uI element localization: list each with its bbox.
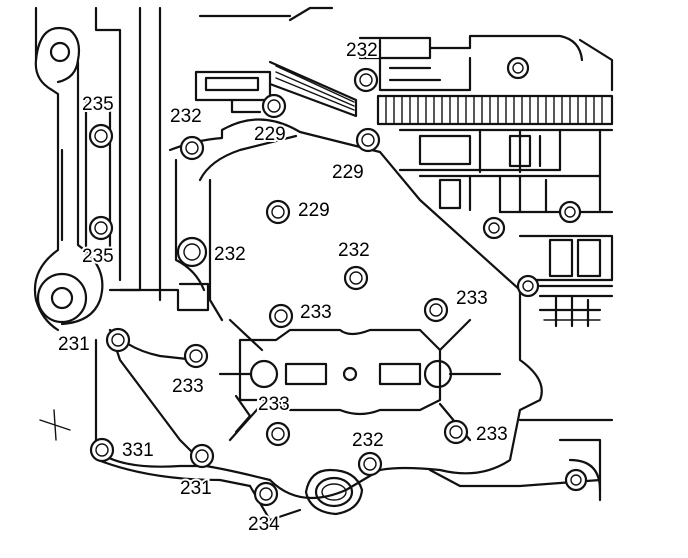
label-233-center: 233: [258, 394, 290, 415]
label-234: 234: [248, 514, 280, 535]
label-233-right: 233: [456, 288, 488, 309]
label-233-left: 233: [300, 302, 332, 323]
bolt-232-mid: [176, 236, 208, 268]
bolt-232-left: [179, 135, 205, 161]
bolt-233-center: [265, 421, 291, 447]
bolt-unlabeled-2: [558, 200, 582, 224]
label-232-bottom: 232: [352, 430, 384, 451]
label-232-center: 232: [338, 240, 370, 261]
label-232-left: 232: [170, 106, 202, 127]
bolt-233-lower-left: [183, 343, 209, 369]
bolt-231-left: [105, 327, 131, 353]
bolt-331: [89, 437, 115, 463]
label-331: 331: [122, 440, 154, 461]
bolt-233-bottom: [443, 419, 469, 445]
bolt-232-bottom: [357, 451, 383, 477]
bolt-unlabeled-5: [564, 468, 588, 492]
label-229-mid: 229: [298, 200, 330, 221]
bolt-234: [253, 481, 279, 507]
label-233-lower-left: 233: [172, 376, 204, 397]
bolt-229-right: [355, 127, 381, 153]
bolt-231-bottom: [189, 443, 215, 469]
bolt-233-right: [423, 297, 449, 323]
label-235-top: 235: [82, 94, 114, 115]
label-235-bottom: 235: [82, 246, 114, 267]
label-232-top: 232: [346, 40, 378, 61]
label-232-mid: 232: [214, 244, 246, 265]
label-229-top: 229: [254, 124, 286, 145]
part-labels: 232 235 232 229 229 229 232 235 232 231 …: [56, 38, 510, 537]
bolt-unlabeled-3: [482, 216, 506, 240]
main-plate: [94, 118, 614, 522]
label-233-bottom: 233: [476, 424, 508, 445]
center-manifold: [218, 318, 502, 516]
bolt-unlabeled-4: [516, 274, 540, 298]
bolt-232-top: [353, 67, 379, 93]
bolt-235-top: [88, 123, 114, 149]
label-231-bottom: 231: [180, 478, 212, 499]
label-231-left: 231: [58, 334, 90, 355]
upper-valve-assembly: [194, 6, 614, 328]
label-229-right: 229: [332, 162, 364, 183]
bolt-229-mid: [265, 199, 291, 225]
bolt-233-left: [268, 303, 294, 329]
bolts: [88, 56, 588, 507]
bolt-232-center: [343, 265, 369, 291]
bolt-unlabeled-1: [506, 56, 530, 80]
bolt-229-top: [261, 93, 287, 119]
bolt-235-bottom: [88, 215, 114, 241]
